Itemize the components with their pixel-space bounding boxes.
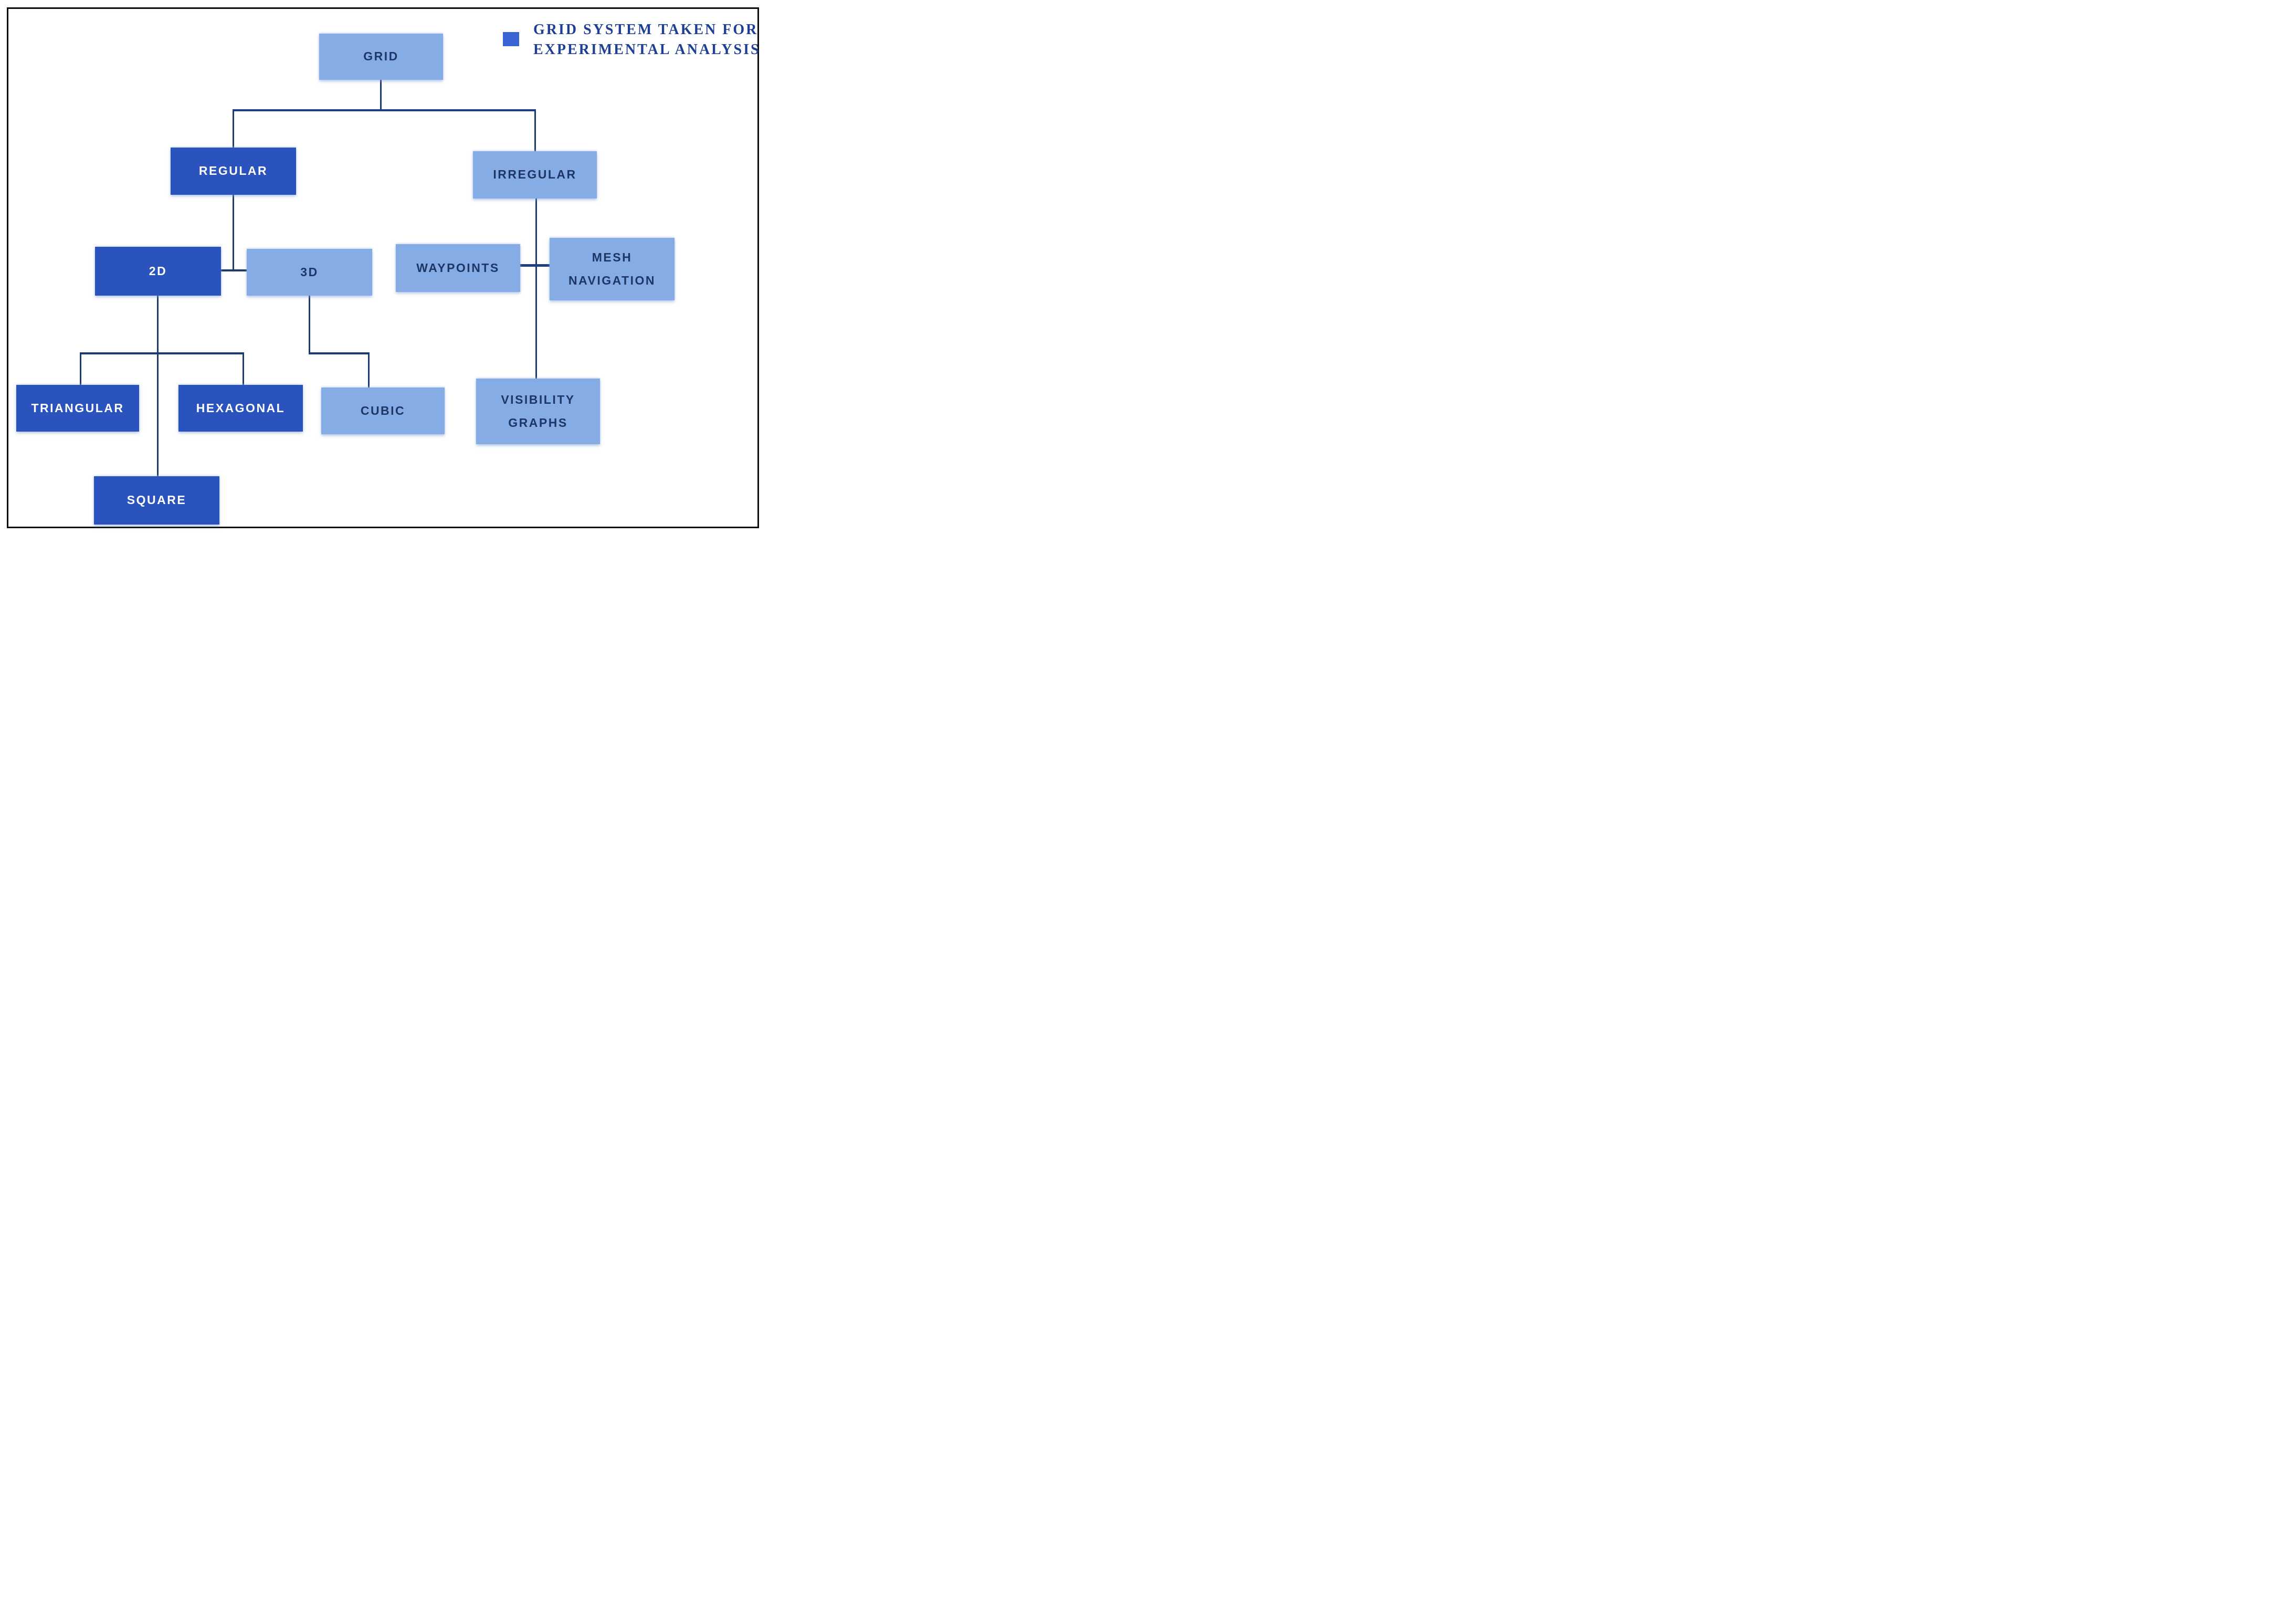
legend-line-2: EXPERIMENTAL ANALYSIS (533, 41, 761, 58)
node-square: SQUARE (94, 476, 219, 525)
connector-2d-3d-link (221, 269, 247, 271)
connector-cubic-drop (368, 354, 370, 387)
node-visibility-graphs: VISIBILITY GRAPHS (476, 379, 600, 444)
grid-taxonomy-diagram: GRID REGULAR IRREGULAR 2D 3D WAYPOINTS M… (0, 0, 765, 538)
node-cubic-label: CUBIC (360, 403, 406, 417)
legend-swatch (503, 32, 519, 46)
node-mesh-navigation-label: MESH NAVIGATION (568, 250, 656, 287)
node-waypoints: WAYPOINTS (396, 244, 520, 292)
node-square-label: SQUARE (127, 493, 187, 507)
node-hexagonal-label: HEXAGONAL (196, 401, 286, 415)
node-regular-label: REGULAR (198, 164, 268, 178)
node-2d: 2D (95, 247, 221, 296)
connector-3d-down (309, 296, 310, 354)
node-triangular: TRIANGULAR (16, 385, 139, 432)
legend-label: GRID SYSTEM TAKEN FOR EXPERIMENTAL ANALY… (533, 20, 761, 60)
node-mesh-navigation: MESH NAVIGATION (550, 238, 675, 300)
connector-2d-to-square (157, 296, 159, 476)
connector-irregular-drop (534, 111, 536, 151)
node-cubic: CUBIC (321, 387, 445, 434)
node-grid: GRID (319, 34, 443, 80)
connector-waypoints-mesh-link (520, 264, 550, 267)
connector-regular-drop (233, 111, 234, 148)
connector-2d-children-rail (80, 352, 244, 354)
connector-grid-drop (380, 79, 382, 110)
connector-regular-to-2d3d (233, 195, 234, 271)
connector-main-horizontal (233, 109, 536, 111)
node-hexagonal: HEXAGONAL (178, 385, 303, 432)
node-3d: 3D (247, 249, 372, 296)
node-irregular: IRREGULAR (473, 151, 597, 198)
node-2d-label: 2D (149, 264, 167, 278)
legend-line-1: GRID SYSTEM TAKEN FOR (533, 22, 759, 38)
connector-triangular-drop (80, 354, 81, 385)
connector-3d-step (309, 352, 370, 354)
node-waypoints-label: WAYPOINTS (416, 260, 500, 275)
node-visibility-graphs-label: VISIBILITY GRAPHS (501, 392, 575, 430)
node-grid-label: GRID (363, 49, 399, 64)
node-regular: REGULAR (171, 148, 296, 195)
node-3d-label: 3D (300, 265, 319, 279)
connector-irregular-to-visibility (535, 198, 537, 379)
node-irregular-label: IRREGULAR (493, 167, 577, 182)
node-triangular-label: TRIANGULAR (31, 401, 124, 415)
connector-hexagonal-drop (243, 354, 244, 385)
